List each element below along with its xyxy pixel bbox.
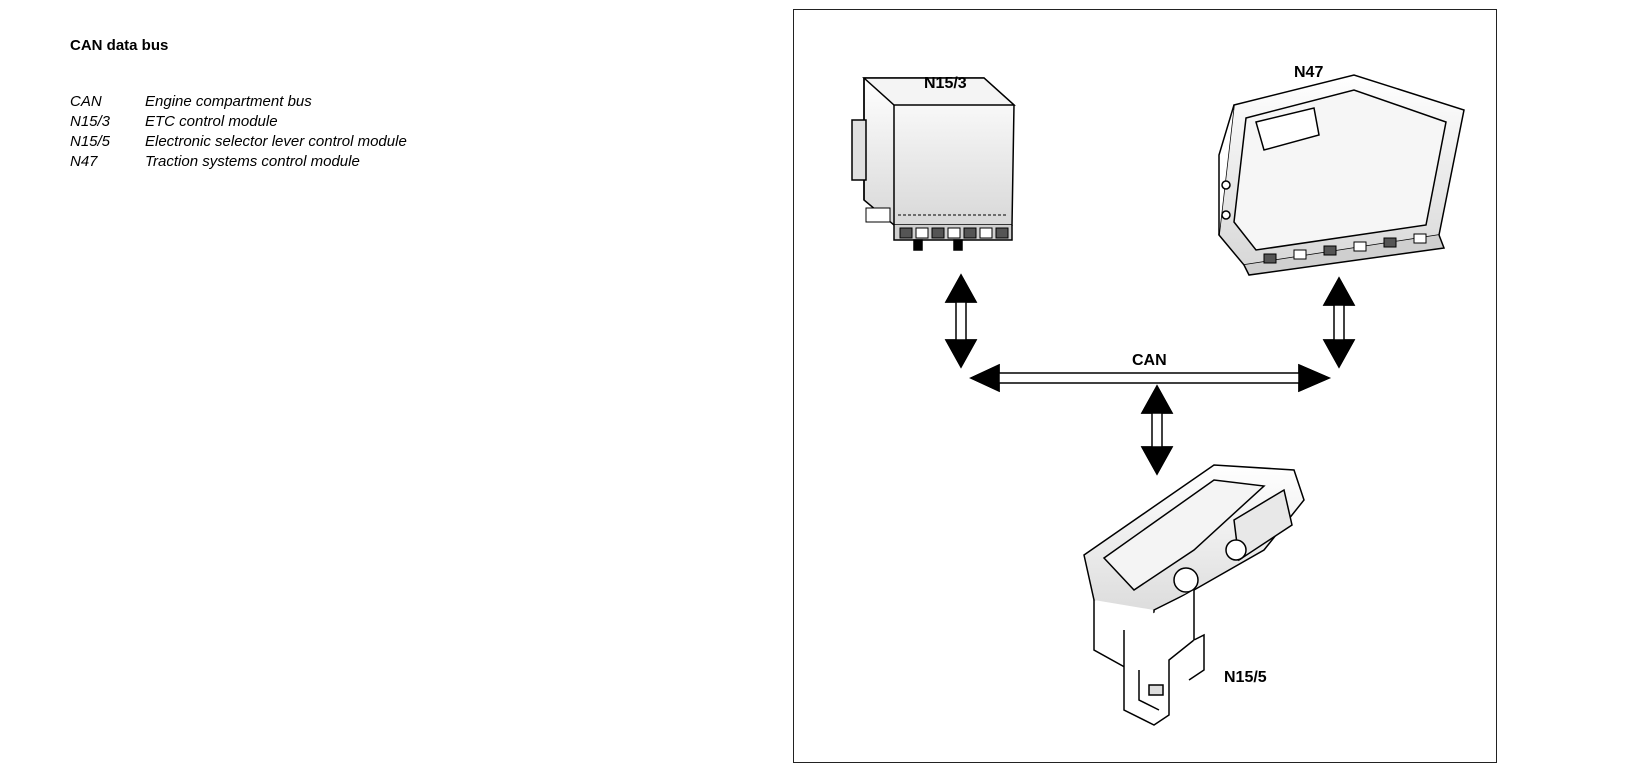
legend-code: CAN <box>70 93 102 110</box>
label-n15-3: N15/3 <box>924 75 967 92</box>
diagram-frame: N15/3 N47 CAN N15/5 <box>793 9 1497 763</box>
legend-code: N15/5 <box>70 133 111 150</box>
legend-item: N15/5 Electronic selector lever control … <box>70 132 407 152</box>
n47-module-icon <box>1218 74 1465 276</box>
legend-description: Engine compartment bus <box>145 93 312 110</box>
legend-description: Electronic selector lever control module <box>145 133 407 150</box>
n15-5-module-icon <box>1083 464 1305 726</box>
legend-list: CAN Engine compartment bus N15/3 ETC con… <box>70 92 407 172</box>
label-n15-5: N15/5 <box>1224 669 1267 686</box>
can-bus-diagram: N15/3 N47 CAN N15/5 <box>851 64 1465 726</box>
legend-item: N47 Traction systems control module <box>70 152 407 172</box>
label-can: CAN <box>1132 352 1167 369</box>
label-n47: N47 <box>1294 64 1323 81</box>
legend-item: CAN Engine compartment bus <box>70 92 407 112</box>
legend-item: N15/3 ETC control module <box>70 112 407 132</box>
legend-code: N15/3 <box>70 113 111 130</box>
legend-code: N47 <box>70 153 98 170</box>
legend-description: ETC control module <box>145 113 278 130</box>
can-bus-arrows <box>944 273 1356 476</box>
legend-description: Traction systems control module <box>145 153 360 170</box>
page-title: CAN data bus <box>70 37 169 54</box>
n15-3-module-icon <box>851 77 1016 251</box>
